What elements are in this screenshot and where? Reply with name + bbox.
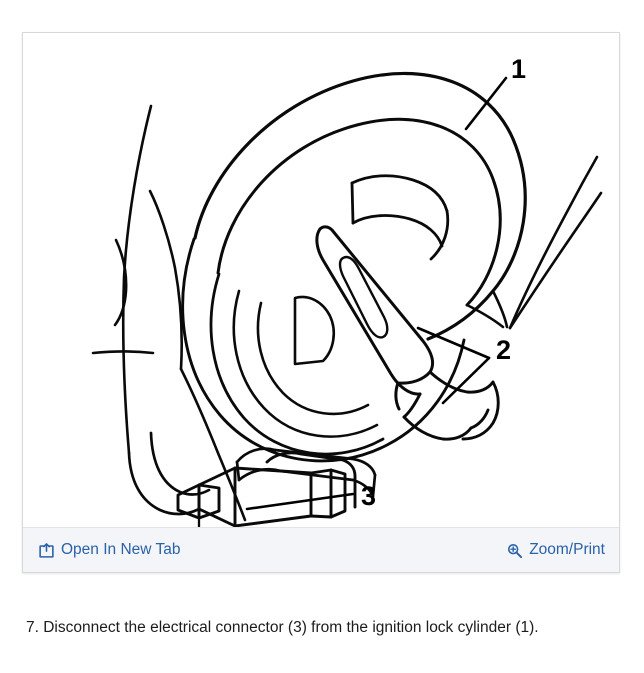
lock-cylinder-ring-5 [232,289,379,438]
callout-3: 3 [245,481,376,511]
zoom-print-label: Zoom/Print [529,541,605,559]
callout-1: 1 [464,54,526,131]
lock-cylinder-ring-3 [181,237,466,463]
ring-convergence [465,289,509,329]
ignition-lock-cylinder-line-art: 1 2 3 [91,54,603,527]
callout-1-leader [464,76,508,131]
key-bezel [350,174,450,261]
callout-2-leader-upper [416,326,491,360]
key-slot [338,255,389,339]
figure-toolbar: Open In New Tab Zoom/Print [23,527,619,572]
magnifier-plus-icon [506,542,522,558]
electrical-connector [176,451,357,527]
callout-2-label: 2 [496,335,511,365]
key-head-block [402,370,500,441]
right-trim-lines [508,155,603,330]
callout-2: 2 [416,326,511,405]
open-in-new-tab-label: Open In New Tab [61,541,181,559]
callout-2-leader-lower [441,356,491,405]
open-in-new-tab-button[interactable]: Open In New Tab [38,542,180,558]
figure-panel: 1 2 3 [22,32,620,573]
lock-cylinder-ring-4 [209,272,385,456]
lock-face-cutout [293,295,336,366]
figure-image[interactable]: 1 2 3 [23,33,619,527]
lock-cylinder-ring-2 [216,117,502,307]
wire-harness [127,431,211,516]
callout-3-leader [245,492,355,511]
steering-column-shroud [91,104,247,522]
open-in-new-window-icon [38,542,54,558]
callout-3-label: 3 [361,481,376,511]
ignition-key [315,225,435,419]
zoom-print-button[interactable]: Zoom/Print [506,542,605,558]
callout-1-label: 1 [511,54,526,84]
figure-caption: 7. Disconnect the electrical connector (… [26,619,539,636]
